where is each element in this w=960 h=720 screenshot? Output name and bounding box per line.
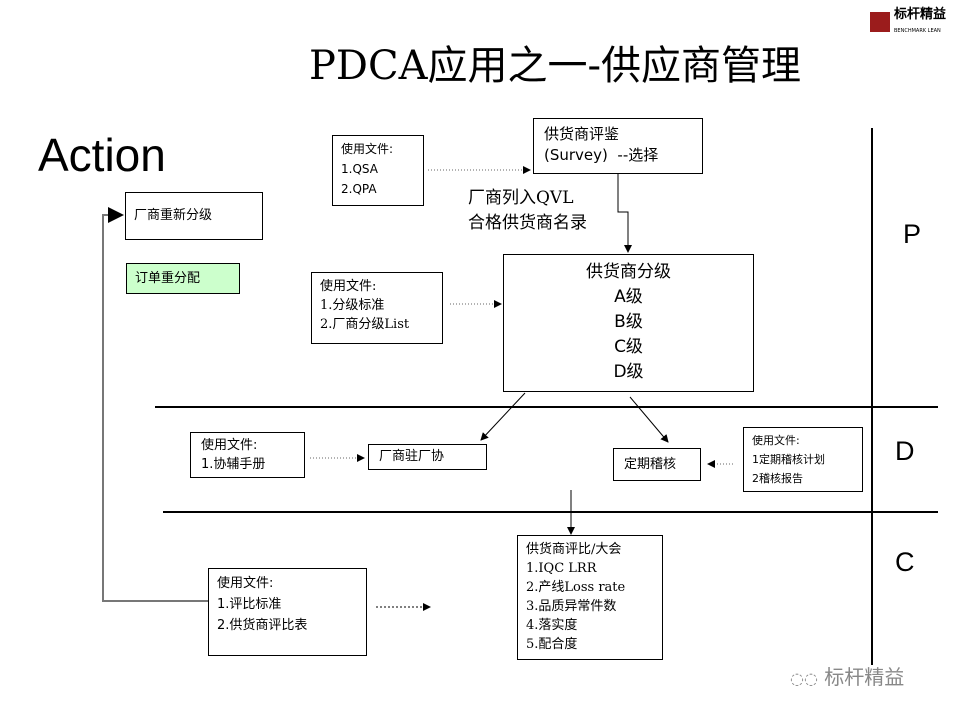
docs-survey-box: 使用文件: 1.QSA 2.QPA: [332, 135, 424, 206]
survey-title: 供货商评鉴: [544, 125, 620, 143]
docs-heading: 使用文件:: [217, 576, 274, 591]
logo-text: 标杆精益: [894, 7, 947, 22]
doc-item: 1.分级标准: [320, 298, 385, 313]
grade-a: A级: [614, 287, 643, 307]
watermark: ◌◌ 标杆精益: [790, 664, 904, 692]
grade-d: D级: [613, 362, 644, 382]
arrow-survey-grade: [617, 174, 632, 253]
logo-mark: [870, 12, 890, 32]
eval-box: 供货商评比/大会 1.IQC LRR 2.产线Loss rate 3.品质异常件…: [517, 535, 663, 660]
docs-heading: 使用文件:: [341, 142, 394, 156]
phase-c: C: [895, 547, 915, 577]
eval-item: 3.品质异常件数: [526, 599, 617, 614]
onsite-box: 厂商驻厂协: [368, 444, 487, 470]
docs-heading: 使用文件:: [752, 434, 800, 447]
regrade-box: 厂商重新分级: [125, 192, 263, 240]
docs-assist-box: 使用文件: 1.协辅手册: [190, 432, 305, 478]
phase-p: P: [903, 219, 922, 249]
docs-heading: 使用文件:: [320, 279, 377, 294]
docs-audit-box: 使用文件: 1定期稽核计划 2稽核报告: [743, 427, 863, 492]
audit-box: 定期稽核: [613, 448, 701, 481]
doc-item: 1.协辅手册: [201, 457, 266, 472]
watermark-text: 标杆精益: [824, 665, 905, 689]
doc-item: 2稽核报告: [752, 472, 803, 485]
survey-subtitle: (Survey) --选择: [544, 146, 659, 164]
doc-item: 2.供货商评比表: [217, 618, 308, 633]
doc-item: 1.评比标准: [217, 597, 282, 612]
page-title: PDCA应用之一-供应商管理: [309, 43, 801, 89]
doc-item: 1.QSA: [341, 162, 378, 176]
eval-item: 5.配合度: [526, 637, 578, 652]
eval-title: 供货商评比/大会: [526, 542, 622, 557]
doc-item: 1定期稽核计划: [752, 453, 825, 466]
grade-b: B级: [614, 312, 643, 332]
qvl-note: 厂商列入QVL 合格供货商名录: [468, 186, 587, 236]
eval-item: 4.落实度: [526, 618, 578, 633]
action-label: Action: [38, 129, 166, 181]
phase-d: D: [895, 436, 915, 466]
docs-heading: 使用文件:: [201, 438, 258, 453]
eval-item: 2.产线Loss rate: [526, 580, 626, 595]
qvl-note-line: 合格供货商名录: [468, 213, 587, 233]
reassign-box: 订单重分配: [126, 263, 240, 294]
wechat-icon: ◌◌: [790, 669, 818, 688]
survey-box: 供货商评鉴 (Survey) --选择: [533, 118, 703, 174]
feedback-line: [102, 207, 208, 602]
grade-c: C级: [614, 337, 643, 357]
grade-title: 供货商分级: [586, 262, 671, 282]
eval-item: 1.IQC LRR: [526, 561, 597, 576]
docs-grade-box: 使用文件: 1.分级标准 2.厂商分级List: [311, 272, 443, 344]
arrow-grade-onsite: [480, 392, 526, 441]
logo-subtext: BENCHMARK LEAN: [894, 28, 941, 34]
logo: 标杆精益 BENCHMARK LEAN: [870, 6, 958, 40]
qvl-note-line: 厂商列入QVL: [468, 188, 574, 208]
doc-item: 2.QPA: [341, 182, 377, 196]
grade-box: 供货商分级 A级 B级 C级 D级: [503, 254, 754, 392]
doc-item: 2.厂商分级List: [320, 317, 410, 332]
docs-eval-box: 使用文件: 1.评比标准 2.供货商评比表: [208, 568, 367, 656]
arrow-grade-audit: [629, 396, 669, 443]
